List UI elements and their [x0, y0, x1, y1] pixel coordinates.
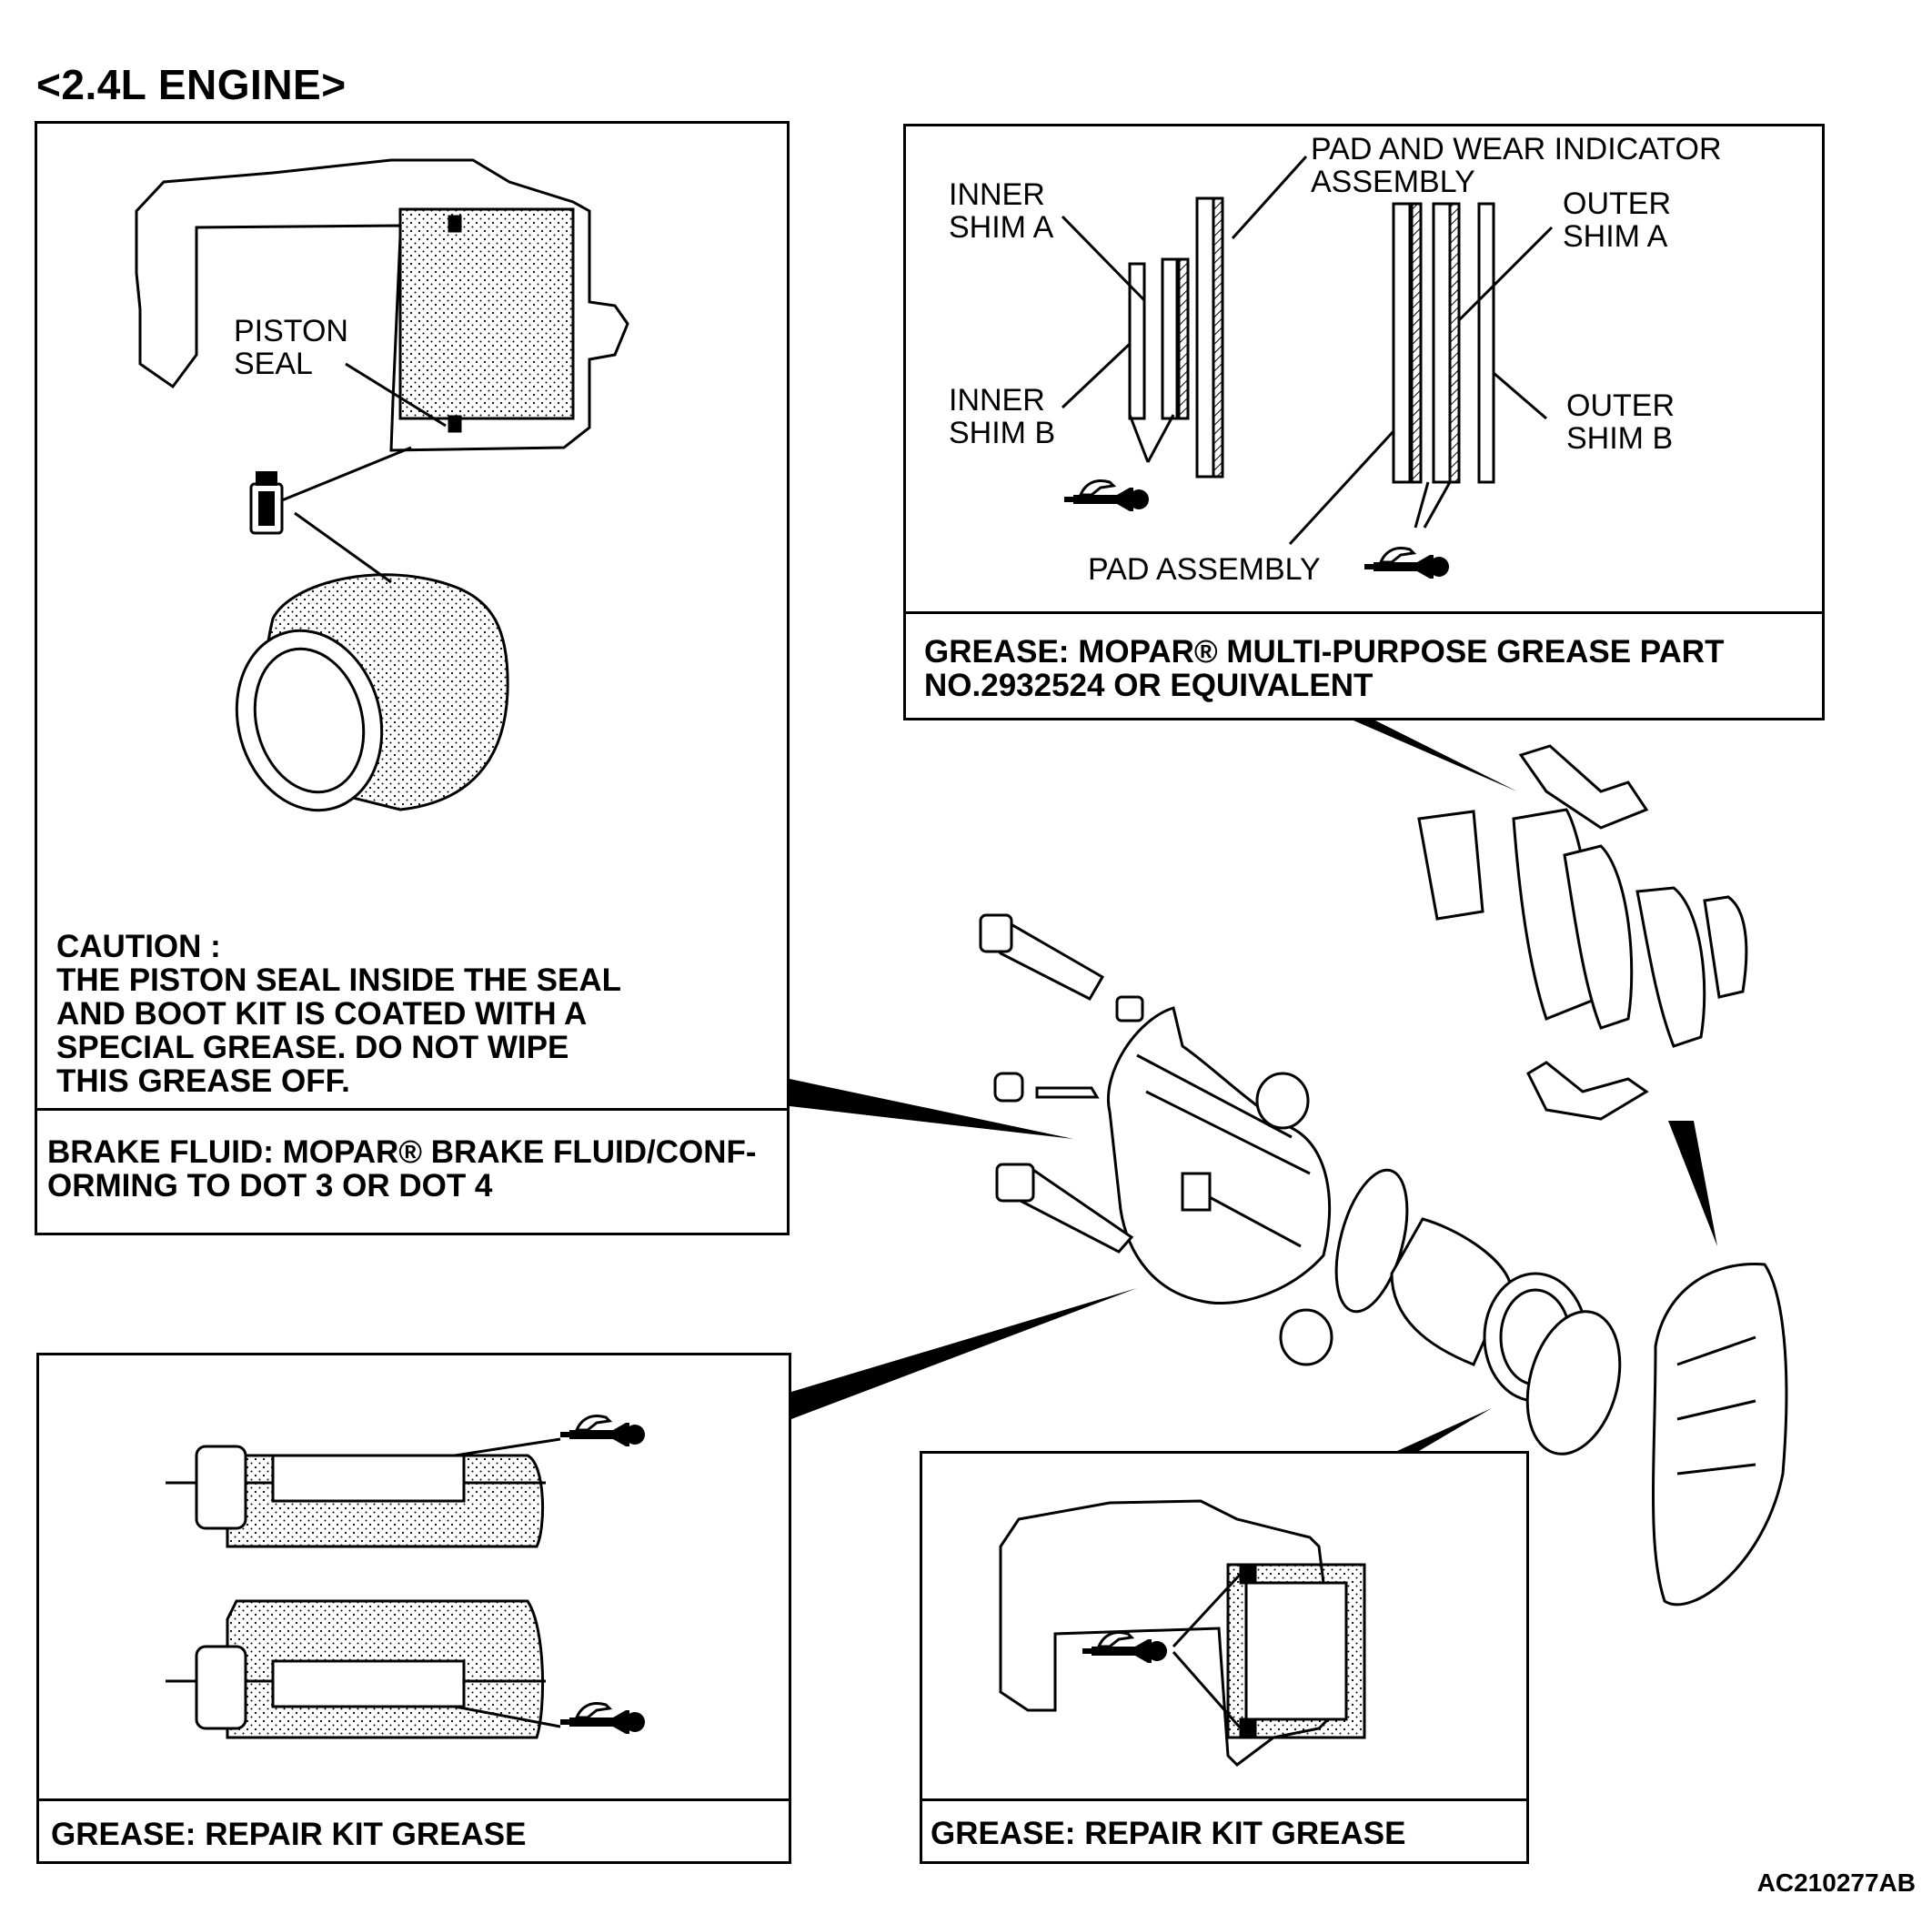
pad-assembly-label: PAD ASSEMBLY	[1088, 552, 1321, 587]
inner-shim-b-label: INNER SHIM B	[949, 383, 1056, 450]
grease-gun-icon	[1081, 1631, 1169, 1665]
guide-pins-panel-divider	[36, 1798, 791, 1801]
pad-leader-lines	[1061, 155, 1554, 546]
brake-fluid-bottle-icon	[249, 469, 284, 535]
grease-gun-icon	[1062, 479, 1151, 513]
caliper-cross-section	[135, 158, 629, 504]
callout-pointers	[790, 719, 1717, 1451]
piston-panel-divider	[35, 1108, 790, 1111]
guide-pin-upper	[166, 1437, 561, 1548]
caliper-bore-grease-caption: GREASE: REPAIR KIT GREASE	[931, 1816, 1406, 1851]
inner-shim-a-label: INNER SHIM A	[949, 177, 1054, 245]
piston-cylinder	[235, 511, 509, 812]
grease-gun-icon	[1363, 547, 1451, 580]
pads-panel-divider	[903, 611, 1825, 614]
guide-pins-grease-caption: GREASE: REPAIR KIT GREASE	[51, 1817, 527, 1852]
outer-shim-b-label: OUTER SHIM B	[1566, 388, 1675, 456]
caution-text: CAUTION : THE PISTON SEAL INSIDE THE SEA…	[56, 929, 622, 1099]
figure-code: AC210277AB	[1756, 1869, 1916, 1897]
exploded-caliper-assembly	[979, 744, 1788, 1607]
piston-seal-label: PISTON SEAL	[234, 314, 348, 381]
brake-fluid-caption: BRAKE FLUID: MOPAR® BRAKE FLUID/CONF- OR…	[47, 1134, 757, 1204]
mopar-grease-caption: GREASE: MOPAR® MULTI-PURPOSE GREASE PART…	[924, 634, 1725, 703]
grease-gun-icon	[558, 1702, 647, 1736]
outer-shim-a-label: OUTER SHIM A	[1563, 186, 1671, 254]
pad-shim-stack	[1128, 196, 1495, 484]
caliper-bore-section	[999, 1499, 1366, 1767]
guide-pin-lower	[166, 1599, 561, 1739]
pad-wear-indicator-label: PAD AND WEAR INDICATOR ASSEMBLY	[1311, 132, 1722, 199]
caliper-bore-panel-divider	[920, 1798, 1529, 1801]
grease-gun-icon	[558, 1415, 647, 1448]
page-title: <2.4L ENGINE>	[36, 61, 347, 108]
pads-panel	[903, 124, 1825, 720]
